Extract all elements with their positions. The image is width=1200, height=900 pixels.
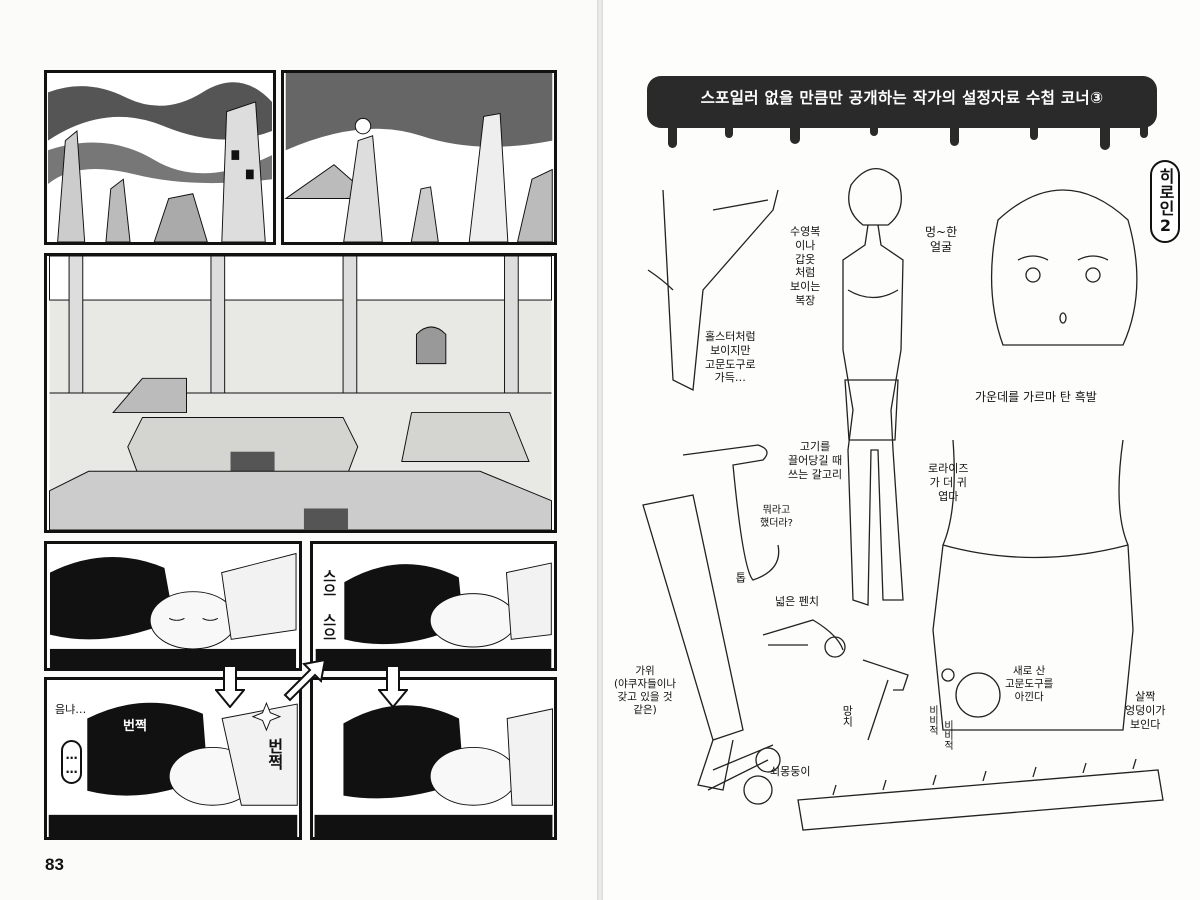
rock-towers-illustration <box>47 73 273 242</box>
title-banner: 스포일러 없을 만큼만 공개하는 작가의 설정자료 수첩 코너③ <box>647 76 1157 128</box>
sleeping-boy-illustration <box>49 544 297 668</box>
diagonal-arrow-icon <box>283 658 327 702</box>
note-holster: 홀스터처럼 보이지만 고문도구로 가득… <box>705 330 756 385</box>
banner-drip <box>870 120 878 136</box>
banner-drip <box>725 120 733 138</box>
arena-illustration <box>49 256 552 530</box>
right-sketch-page <box>603 0 1200 900</box>
panel-sleeping-3: 음냐… 번쩍 번쩍 …… <box>44 677 302 840</box>
page-number: 83 <box>45 855 64 874</box>
character-sketch <box>642 167 1164 831</box>
sleeping-boy-illustration <box>314 680 553 837</box>
banner-drip <box>950 120 959 146</box>
ellipsis-sfx: …… <box>61 740 82 784</box>
note-what: 뭐라고 했더라? <box>760 505 793 529</box>
note-meat-hook: 고기를 끌어당길 때 쓰는 갈고리 <box>788 440 843 481</box>
note-hammer: 망치 <box>840 705 854 727</box>
note-bibijeok-b: 비비적 <box>926 705 938 735</box>
banner-drip <box>668 120 677 148</box>
note-heroine: 히로인2 <box>1150 160 1180 243</box>
banner-drip <box>1100 120 1110 150</box>
snore-sfx: 스으 스으 <box>320 569 337 641</box>
murmur-sfx: 음냐… <box>55 703 87 716</box>
down-arrow-icon <box>215 666 245 708</box>
panel-desert-spires <box>281 70 557 245</box>
flash-sfx-small: 번쩍 <box>119 718 151 736</box>
note-hair: 가운데를 가르마 탄 흑발 <box>975 390 1097 404</box>
note-blank-face: 멍~한 얼굴 <box>925 225 958 254</box>
panel-sleeping-1 <box>44 541 302 671</box>
note-swimsuit: 수영복 이나 갑옷 처럼 보이는 복장 <box>790 225 821 307</box>
sleeping-boy-illustration <box>315 544 552 668</box>
panel-rock-towers <box>44 70 276 245</box>
panel-sleeping-4 <box>310 677 557 840</box>
sleeping-boy-illustration <box>48 680 298 837</box>
banner-drip <box>1030 120 1038 140</box>
banner-drip <box>1140 120 1148 138</box>
flash-sfx-large: 번쩍 <box>264 738 284 770</box>
note-butt: 살짝 엉덩이가 보인다 <box>1125 690 1166 731</box>
panel-sleeping-2: 스으 스으 <box>310 541 557 671</box>
banner-drip <box>790 120 800 144</box>
note-saw: 톱 <box>733 572 747 583</box>
note-bibijeok-a: 비비적 <box>941 720 953 750</box>
note-club: 쇠몽둥이 <box>770 765 811 778</box>
note-pliers: 넓은 펜치 <box>775 595 819 608</box>
down-arrow-icon <box>378 666 408 708</box>
book-gutter <box>597 0 603 900</box>
note-new-tools: 새로 산 고문도구를 아낀다 <box>1005 665 1054 704</box>
panel-arena <box>44 253 557 533</box>
note-scissors: 가위 (야쿠자들이나 갖고 있을 것 같은) <box>614 665 677 717</box>
left-manga-page: 스으 스으 음냐… 번쩍 번쩍 …… 83 <box>0 0 597 900</box>
desert-spires-illustration <box>284 73 553 242</box>
banner-title: 스포일러 없을 만큼만 공개하는 작가의 설정자료 수첩 코너③ <box>700 89 1104 107</box>
note-loraiz: 로라이즈 가 더 귀 엽다 <box>928 462 969 503</box>
